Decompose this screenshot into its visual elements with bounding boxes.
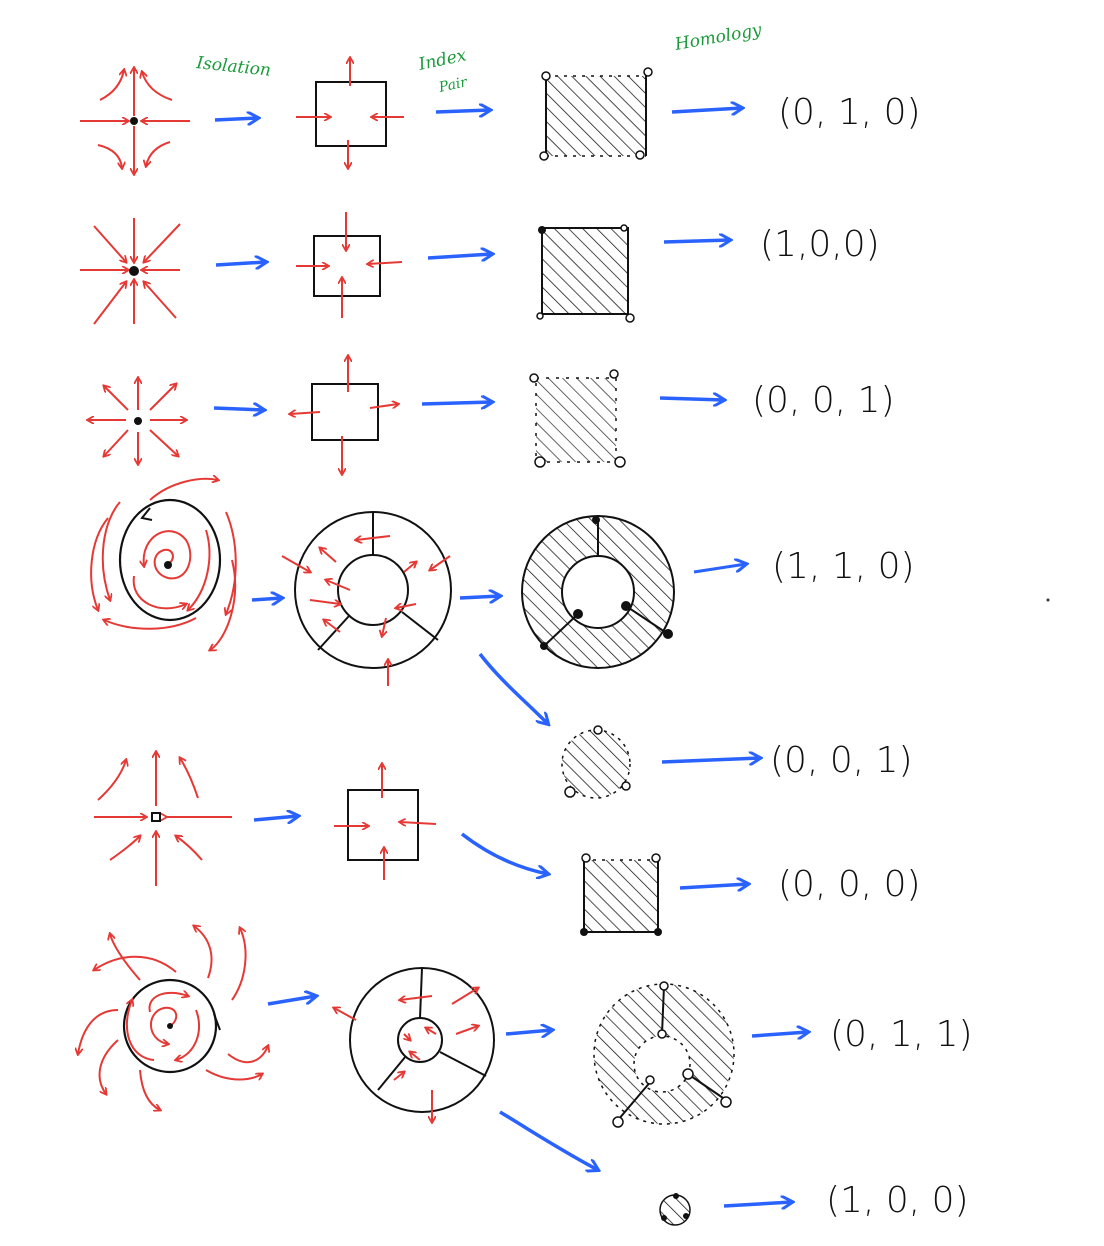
attractor-index-pair [536, 224, 635, 323]
row-spiral-out: (0, 1, 1) (1, 0, 0) [78, 926, 973, 1226]
map-arrow [427, 254, 492, 258]
homology-result: (0, 1, 1) [830, 1014, 973, 1055]
degenerate-isolating-block [334, 764, 437, 880]
map-arrow [253, 816, 298, 820]
row-saddle: (0, 1, 0) [80, 58, 921, 174]
row-degenerate: (0, 0, 0) [94, 752, 921, 936]
attractor-isolating-block [296, 212, 403, 318]
homology-result: (1, 1, 0) [772, 546, 915, 587]
map-arrow [214, 118, 258, 120]
small-point-index-pair [659, 1193, 691, 1226]
saddle-isolating-block [296, 58, 404, 168]
outward-spiral-flow-field [78, 926, 268, 1110]
homology-result: (0, 0, 1) [752, 380, 895, 421]
map-arrow [213, 408, 264, 410]
homology-label: Homology [672, 20, 763, 55]
saddle-flow-field [80, 68, 190, 174]
map-arrow [671, 108, 742, 112]
homology-result: (0, 1, 0) [778, 92, 921, 133]
repeller-index-pair [529, 369, 626, 468]
map-arrow [251, 598, 282, 600]
map-arrow [421, 402, 492, 404]
homology-result: (1, 0, 0) [826, 1180, 969, 1221]
index-label: Index [416, 45, 469, 75]
row-attractor: (1,0,0) [80, 212, 880, 325]
map-arrow [661, 758, 760, 762]
row-spiral-periodic: (1, 1, 0) (0, 0, 1) [90, 479, 1050, 799]
annulus-index-pair [521, 515, 675, 669]
map-arrow [663, 240, 730, 242]
fixed-point [129, 266, 139, 276]
point-index-pair [561, 725, 631, 799]
homology-result: (1,0,0) [760, 224, 880, 265]
stray-dot [1046, 598, 1050, 602]
map-arrow [267, 996, 316, 1006]
map-arrow [751, 1032, 808, 1036]
row-repeller: (0, 0, 1) [88, 356, 895, 474]
map-arrow [693, 564, 746, 574]
fixed-point [151, 812, 161, 822]
fixed-point [134, 417, 142, 425]
outward-annulus-isolating-block [334, 967, 495, 1122]
map-arrow [459, 596, 500, 598]
fixed-point [164, 561, 172, 569]
map-arrow [505, 1030, 552, 1034]
map-arrow [460, 832, 548, 874]
map-arrow [723, 1202, 792, 1206]
repeller-isolating-block [290, 356, 398, 474]
outward-annulus-index-pair [593, 981, 735, 1128]
degenerate-flow-field [94, 752, 232, 886]
attractor-flow-field [80, 218, 181, 325]
map-arrow [435, 110, 490, 112]
annulus-isolating-block [281, 511, 452, 686]
isolation-label: Isolation [194, 53, 271, 81]
fixed-point [167, 1023, 173, 1029]
map-arrow [679, 884, 748, 888]
repeller-flow-field [88, 378, 186, 464]
map-arrow [478, 652, 548, 724]
map-arrow [499, 1110, 598, 1170]
saddle-index-pair [539, 67, 653, 161]
spiral-flow-field [90, 479, 237, 650]
degenerate-index-pair [580, 853, 662, 936]
pair-label: Pair [437, 74, 470, 96]
homology-result: (0, 0, 1) [770, 740, 913, 781]
map-arrow [215, 262, 266, 265]
homology-result: (0, 0, 0) [778, 864, 921, 905]
map-arrow [659, 398, 724, 400]
fixed-point [130, 117, 138, 125]
